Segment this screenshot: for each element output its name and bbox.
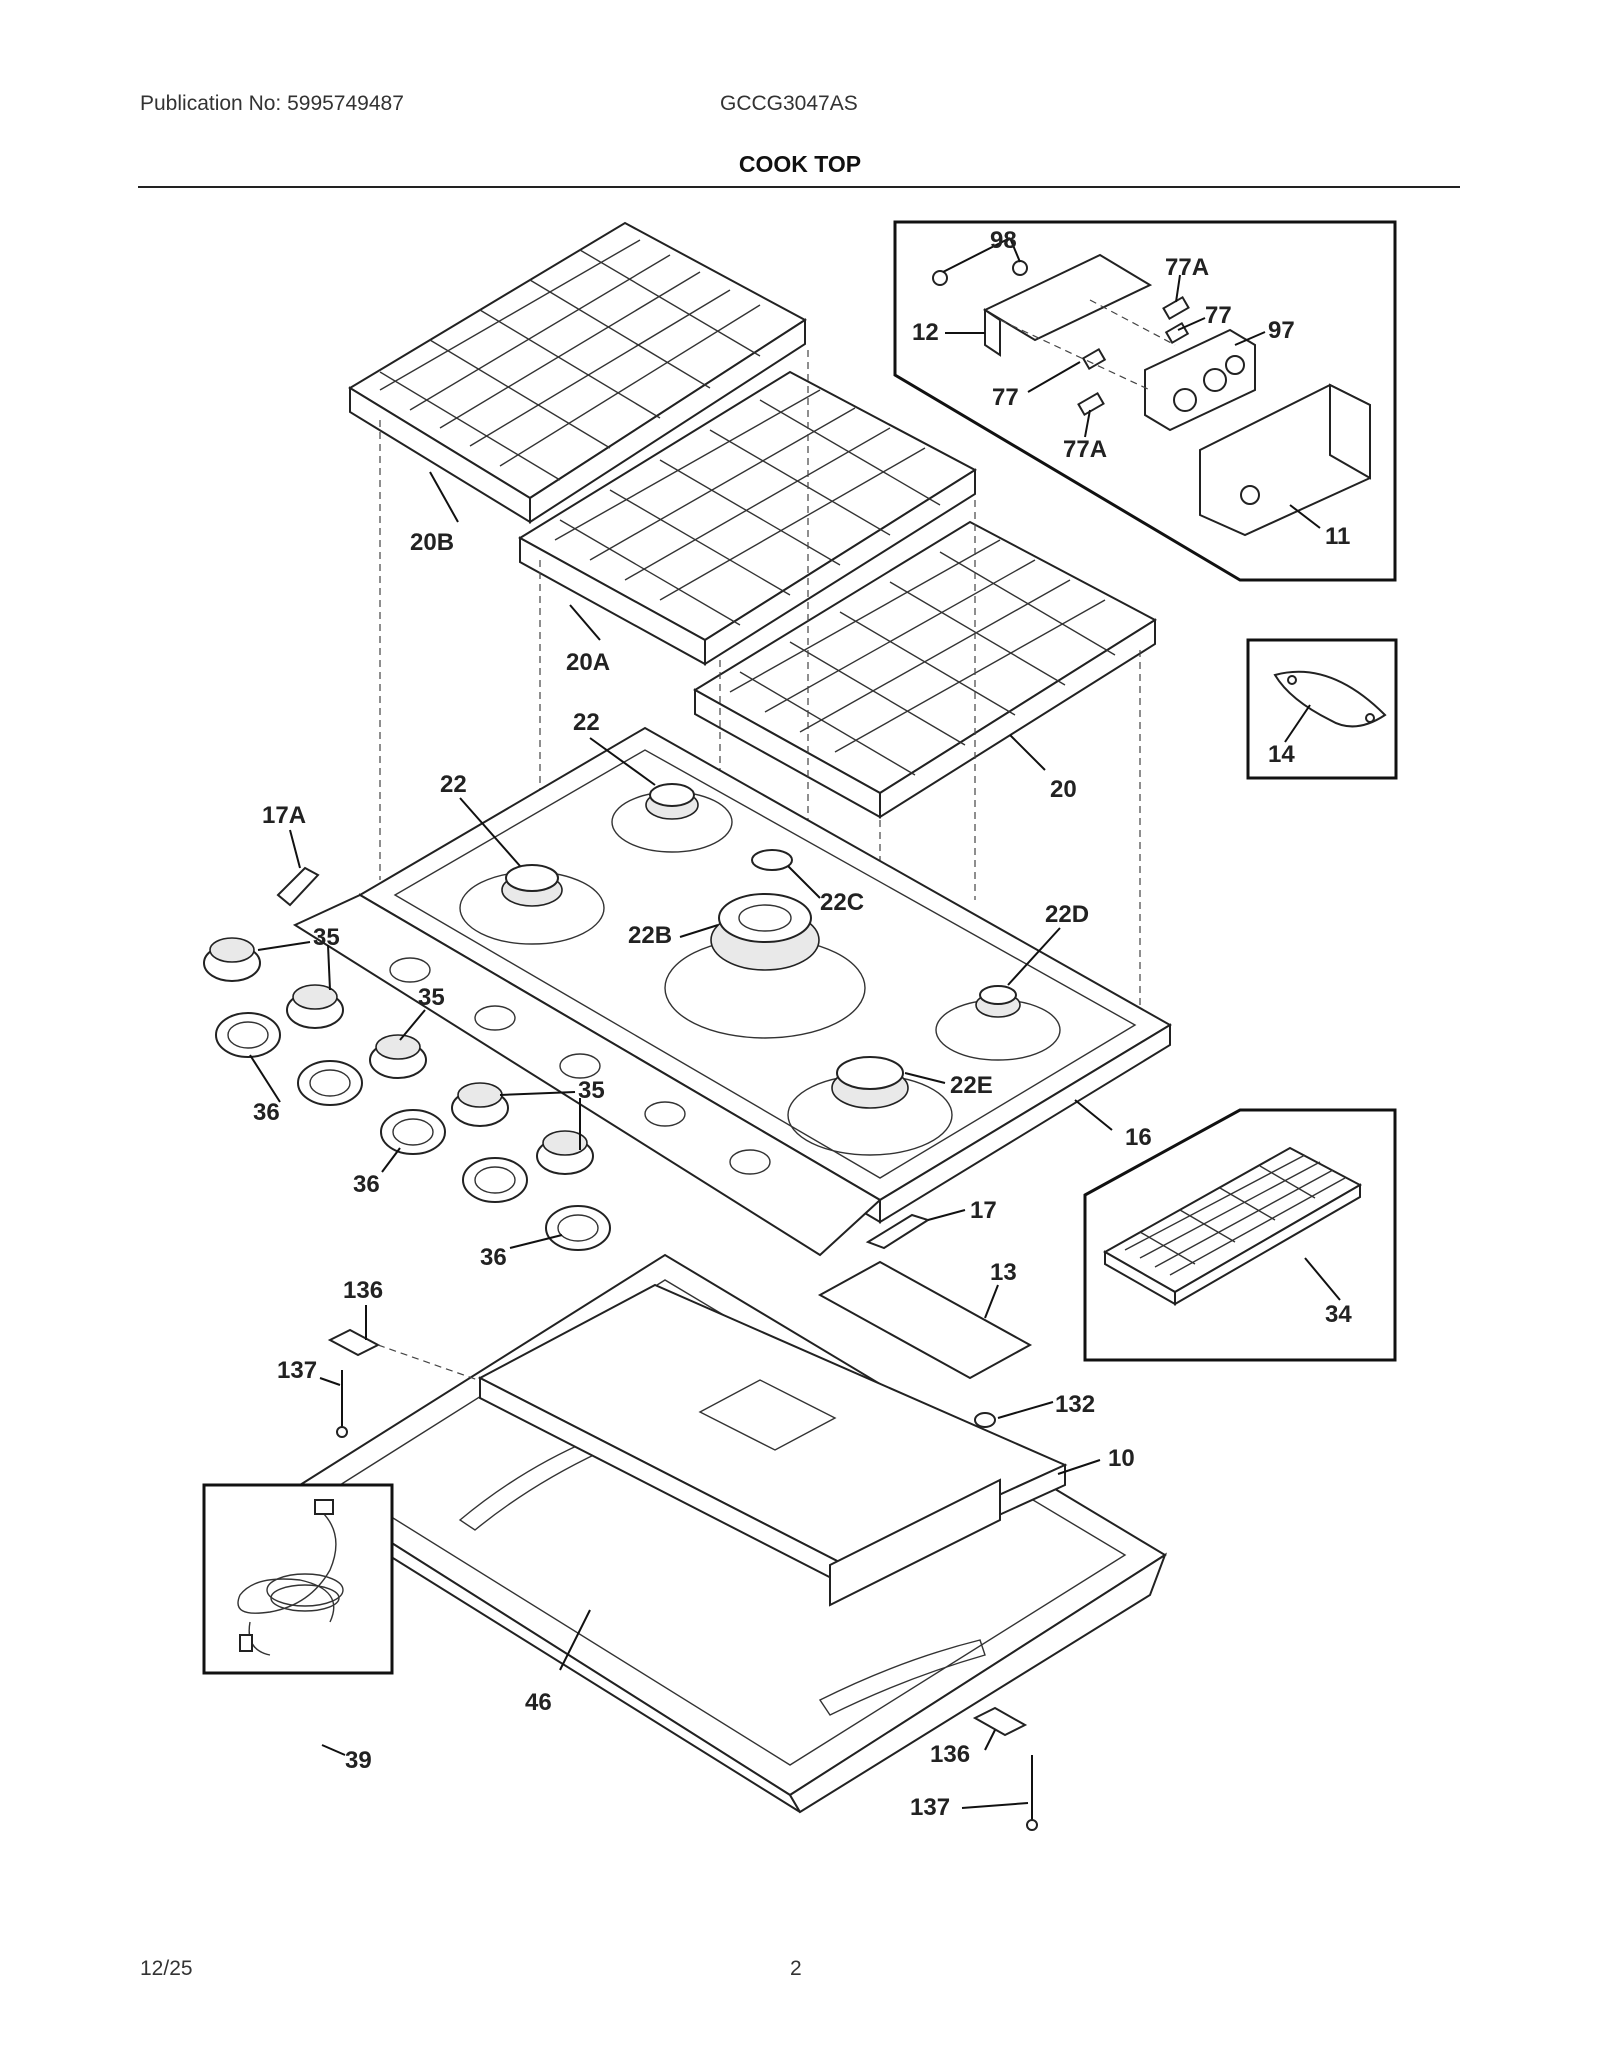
callout-34: 34 — [1325, 1301, 1352, 1328]
callout-13: 13 — [990, 1259, 1017, 1286]
callout-22-top: 22 — [573, 709, 600, 736]
part-136-top — [327, 1328, 381, 1357]
grate-20a — [518, 370, 977, 666]
callout-20: 20 — [1050, 776, 1077, 803]
callout-97: 97 — [1268, 317, 1295, 344]
callout-132: 132 — [1055, 1391, 1095, 1418]
callout-17a: 17A — [262, 802, 306, 829]
publication-number: Publication No: 5995749487 — [140, 92, 404, 115]
callout-20a: 20A — [566, 649, 610, 676]
callout-77-mid: 77 — [992, 384, 1019, 411]
control-board-inset — [893, 220, 1397, 582]
burner-cap-22c — [751, 849, 793, 871]
burner-22e-front — [787, 1056, 953, 1156]
callout-11: 11 — [1325, 523, 1350, 550]
footer-date: 12/25 — [140, 1957, 193, 1980]
callout-35-c: 35 — [578, 1077, 605, 1104]
callout-36-b: 36 — [353, 1171, 380, 1198]
callout-22e: 22E — [950, 1072, 993, 1099]
callout-10: 10 — [1108, 1445, 1135, 1472]
callout-22d: 22D — [1045, 901, 1089, 928]
callout-35-b: 35 — [418, 984, 445, 1011]
callout-17: 17 — [970, 1197, 997, 1224]
callout-136-top: 136 — [343, 1277, 383, 1304]
bezel-set — [215, 1012, 611, 1251]
griddle-inset — [1083, 1108, 1397, 1362]
cooktop-surface — [292, 726, 1172, 1257]
burner-22-front-left — [459, 864, 605, 945]
page-title: COOK TOP — [738, 151, 862, 177]
grate-20 — [693, 520, 1157, 819]
part-14-inset — [1246, 638, 1398, 780]
page-number: 2 — [790, 1957, 802, 1980]
callout-137-bot: 137 — [910, 1794, 950, 1821]
callout-77a-top: 77A — [1165, 254, 1209, 281]
part-136-bot — [972, 1706, 1028, 1737]
control-module-part — [1144, 328, 1256, 432]
callout-77a-bot: 77A — [1063, 436, 1107, 463]
callout-39: 39 — [345, 1747, 372, 1774]
callout-98: 98 — [990, 227, 1017, 254]
manifold-bracket — [477, 1283, 1068, 1607]
callout-35-a: 35 — [313, 924, 340, 951]
knob-set — [203, 937, 594, 1175]
callout-16: 16 — [1125, 1124, 1152, 1151]
panel-13 — [817, 1260, 1033, 1380]
model-number: GCCG3047AS — [720, 92, 858, 115]
header-rule — [138, 186, 1460, 188]
callout-137-top: 137 — [277, 1357, 317, 1384]
callout-36-a: 36 — [253, 1099, 280, 1126]
callout-12: 12 — [912, 319, 939, 346]
power-cord-inset — [202, 1483, 394, 1756]
callout-20b: 20B — [410, 529, 454, 556]
part-132 — [974, 1412, 996, 1428]
callout-14: 14 — [1268, 741, 1295, 768]
callout-136-bot: 136 — [930, 1741, 970, 1768]
callout-22-left: 22 — [440, 771, 467, 798]
callout-77-top: 77 — [1205, 302, 1232, 329]
control-cover-part — [982, 253, 1153, 342]
callout-46: 46 — [525, 1689, 552, 1716]
callout-22c: 22C — [820, 889, 864, 916]
grate-20b — [348, 221, 807, 524]
callout-36-c: 36 — [480, 1244, 507, 1271]
burner-22b-center — [664, 893, 866, 1039]
burner-22d-right — [935, 985, 1061, 1061]
part-17a — [276, 866, 320, 907]
burner-22-rear-left — [611, 783, 733, 853]
callout-22b: 22B — [628, 922, 672, 949]
